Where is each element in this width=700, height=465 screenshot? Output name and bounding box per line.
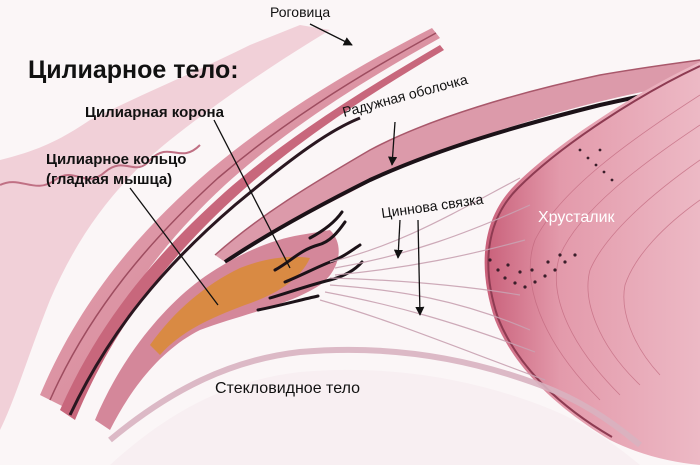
iris-upper-edge	[214, 59, 700, 256]
lens-nuclei-dots	[488, 148, 614, 289]
sclera-outer-tissue	[0, 25, 330, 430]
cornea-arrow	[309, 23, 353, 46]
ciliary-muscle	[150, 256, 310, 355]
leader-lines	[129, 23, 425, 316]
ring-leader	[129, 187, 219, 306]
zonule-arrow-1	[393, 219, 403, 259]
label-ciliary-ring-line2: (гладкая мышца)	[46, 171, 172, 188]
zonule-fibers	[319, 177, 546, 381]
cornea-band-line	[49, 32, 437, 401]
vitreous-boundary	[108, 346, 642, 448]
label-ciliary-corona: Цилиарная корона	[85, 104, 225, 121]
vitreous-fill	[110, 369, 640, 465]
iris-band	[215, 60, 700, 262]
pigment-lining	[68, 116, 361, 416]
sclera-wavy-edge	[0, 144, 201, 187]
label-cornea: Роговица	[270, 4, 330, 20]
label-ciliary-ring-line1: Цилиарное кольцо	[46, 151, 186, 168]
label-lens: Хрусталик	[538, 209, 616, 226]
diagram-title: Цилиарное тело:	[28, 56, 239, 84]
label-vitreous: Стекловидное тело	[215, 380, 360, 397]
iris-arrow	[388, 121, 398, 166]
zonule-arrow-2	[415, 219, 425, 316]
corona-leader	[213, 119, 291, 269]
